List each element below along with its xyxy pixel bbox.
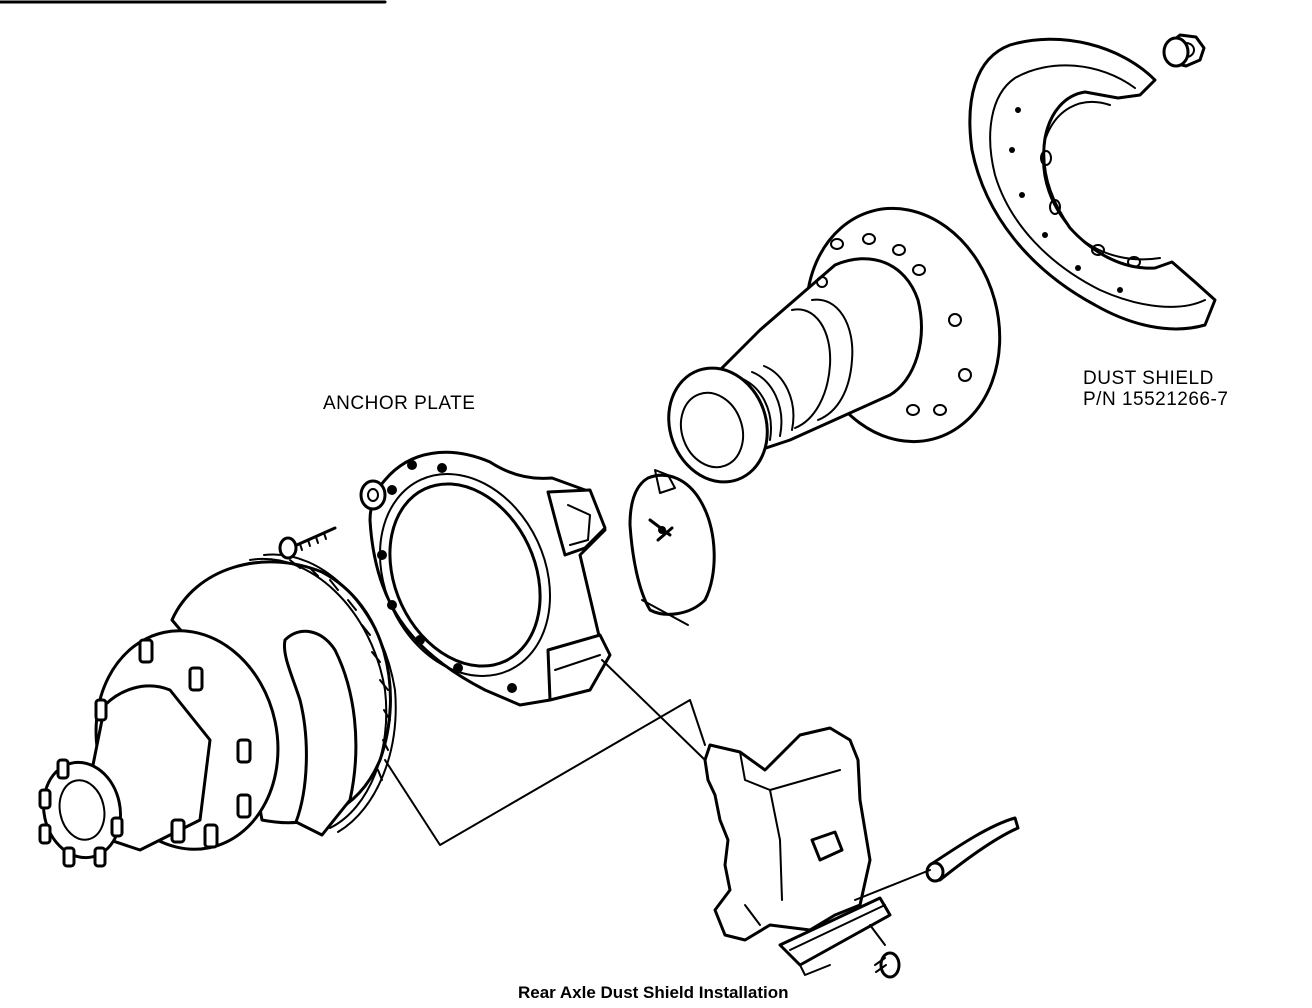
caliper xyxy=(703,726,872,942)
wheel-hub xyxy=(38,629,280,868)
outer-brake-pad xyxy=(282,629,358,837)
leader-line-hub xyxy=(384,699,706,846)
wheel-stud xyxy=(278,526,337,560)
caliper-pin xyxy=(854,816,1020,901)
dust-shield-label: DUST SHIELD xyxy=(1083,368,1214,389)
caliper-support-key xyxy=(778,896,892,976)
anchor-plate xyxy=(359,450,612,707)
dust-shield-part-number: P/N 15521266-7 xyxy=(1083,389,1228,410)
dust-shield-nut xyxy=(1162,33,1206,68)
figure-caption: Rear Axle Dust Shield Installation xyxy=(518,983,789,1002)
spindle xyxy=(667,206,1002,484)
leader-line-anchor xyxy=(601,659,706,761)
inner-brake-pad xyxy=(628,469,716,626)
dust-shield xyxy=(968,37,1217,331)
retaining-screw xyxy=(869,924,901,979)
anchor-plate-label: ANCHOR PLATE xyxy=(323,393,475,414)
